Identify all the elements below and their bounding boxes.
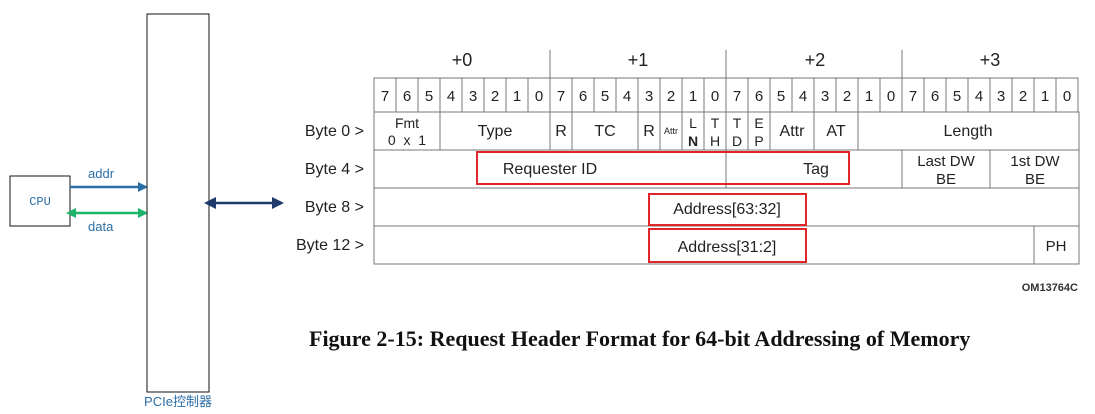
reserved-field-2: R	[643, 123, 655, 140]
fmt-values: 0 x 1	[388, 132, 426, 148]
ep-field-e: E	[754, 115, 763, 131]
pcie-controller-box	[146, 13, 210, 393]
th-field-h: H	[710, 133, 720, 149]
bit-number: 5	[777, 88, 785, 105]
td-field-d: D	[732, 133, 742, 149]
bit-number: 1	[865, 88, 873, 105]
highlight-address-hi	[648, 193, 807, 226]
th-field-t: T	[711, 115, 720, 131]
bit-number: 7	[909, 88, 917, 105]
highlight-requester-tag	[476, 151, 850, 185]
row-label-byte8: Byte 8 >	[305, 199, 364, 216]
bit-number: 5	[953, 88, 961, 105]
bit-number: 6	[579, 88, 587, 105]
bit-number: 1	[513, 88, 521, 105]
bit-number: 3	[821, 88, 829, 105]
ph-field: PH	[1046, 238, 1067, 255]
bit-number: 4	[623, 88, 631, 105]
bit-number: 6	[931, 88, 939, 105]
highlight-address-lo	[648, 228, 807, 263]
bit-number: 2	[667, 88, 675, 105]
bit-number: 5	[425, 88, 433, 105]
row-label-byte0: Byte 0 >	[305, 123, 364, 140]
address-lo-field: Address[31:2]	[678, 239, 777, 256]
td-field-t: T	[733, 115, 742, 131]
data-label: data	[88, 219, 114, 234]
ln-field-l: L	[689, 115, 697, 131]
fmt-label: Fmt	[395, 115, 419, 131]
cpu-label: CPU	[29, 195, 51, 209]
bit-number: 4	[799, 88, 807, 105]
first-dw-be-line1: 1st DW	[1010, 153, 1060, 170]
addr-label: addr	[88, 166, 115, 181]
figure-id: OM13764C	[1022, 282, 1078, 294]
ln-field-n: N	[688, 133, 698, 149]
address-hi-field: Address[63:32]	[673, 201, 781, 218]
bit-number: 4	[975, 88, 983, 105]
tag-field: Tag	[803, 161, 829, 178]
last-dw-be-line1: Last DW	[917, 153, 975, 170]
bit-number: 3	[469, 88, 477, 105]
reserved-field-1: R	[555, 123, 567, 140]
figure-caption: Figure 2-15: Request Header Format for 6…	[309, 326, 970, 351]
bit-number: 3	[645, 88, 653, 105]
ep-field-p: P	[754, 133, 763, 149]
length-field: Length	[944, 123, 993, 140]
bit-number: 5	[601, 88, 609, 105]
byte-offset-0: +0	[452, 50, 473, 70]
last-dw-be-line2: BE	[936, 171, 956, 188]
byte-offset-3: +3	[980, 50, 1001, 70]
highlight-boxes	[476, 151, 850, 263]
type-field: Type	[478, 123, 513, 140]
bit-number: 6	[403, 88, 411, 105]
requester-id-field: Requester ID	[503, 161, 597, 178]
bit-number: 7	[733, 88, 741, 105]
bit-number: 6	[755, 88, 763, 105]
bit-number: 0	[535, 88, 543, 105]
bit-number: 1	[1041, 88, 1049, 105]
bit-number: 7	[557, 88, 565, 105]
first-dw-be-line2: BE	[1025, 171, 1045, 188]
attr-small-field: Attr	[664, 126, 678, 136]
bit-number: 7	[381, 88, 389, 105]
tc-field: TC	[594, 123, 615, 140]
byte-offset-1: +1	[628, 50, 649, 70]
attr-field: Attr	[780, 123, 806, 140]
bit-number: 2	[1019, 88, 1027, 105]
row-label-byte12: Byte 12 >	[296, 237, 364, 254]
cpu-box	[9, 175, 71, 227]
bit-number: 3	[997, 88, 1005, 105]
bit-number: 2	[491, 88, 499, 105]
bit-number: 0	[1063, 88, 1071, 105]
bit-number: 4	[447, 88, 455, 105]
row-label-byte4: Byte 4 >	[305, 161, 364, 178]
bit-number: 0	[887, 88, 895, 105]
bit-number: 1	[689, 88, 697, 105]
at-field: AT	[826, 123, 845, 140]
bit-number: 2	[843, 88, 851, 105]
pcie-controller-label: PCIe控制器	[144, 394, 212, 409]
byte-offset-2: +2	[805, 50, 826, 70]
bit-number: 0	[711, 88, 719, 105]
